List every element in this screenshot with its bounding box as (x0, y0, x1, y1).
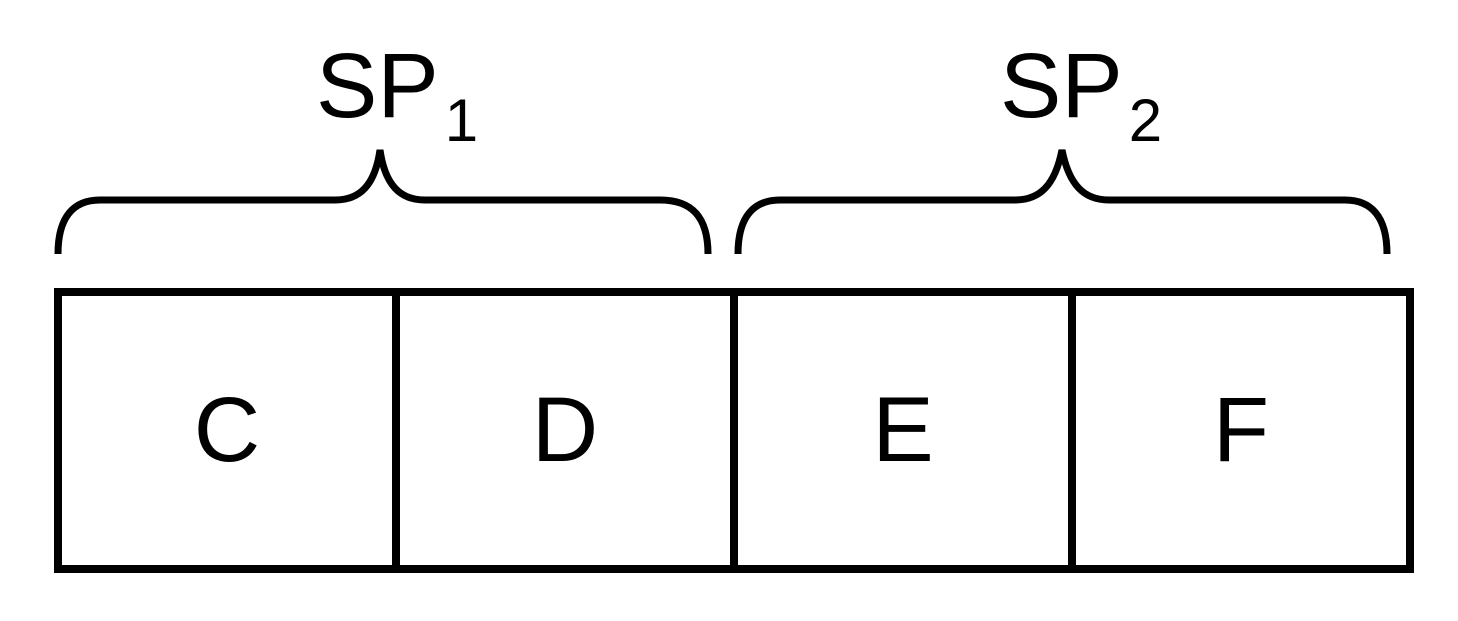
group-label-subscript: 2 (1128, 87, 1163, 154)
cell-label: E (872, 379, 934, 481)
group-label-subscript: 1 (444, 87, 479, 154)
cell-e: E (730, 296, 1068, 565)
cell-label: C (193, 379, 261, 481)
group-label-text: SP (316, 35, 439, 137)
cell-d: D (392, 296, 730, 565)
cell-label: F (1212, 379, 1270, 481)
cell-f: F (1068, 296, 1406, 565)
cell-c: C (62, 296, 392, 565)
group-label-text: SP (1000, 35, 1123, 137)
brace-sp2 (734, 149, 1391, 255)
segment-row: C D E F (54, 288, 1414, 573)
brace-sp1 (54, 149, 712, 255)
cell-label: D (531, 379, 599, 481)
